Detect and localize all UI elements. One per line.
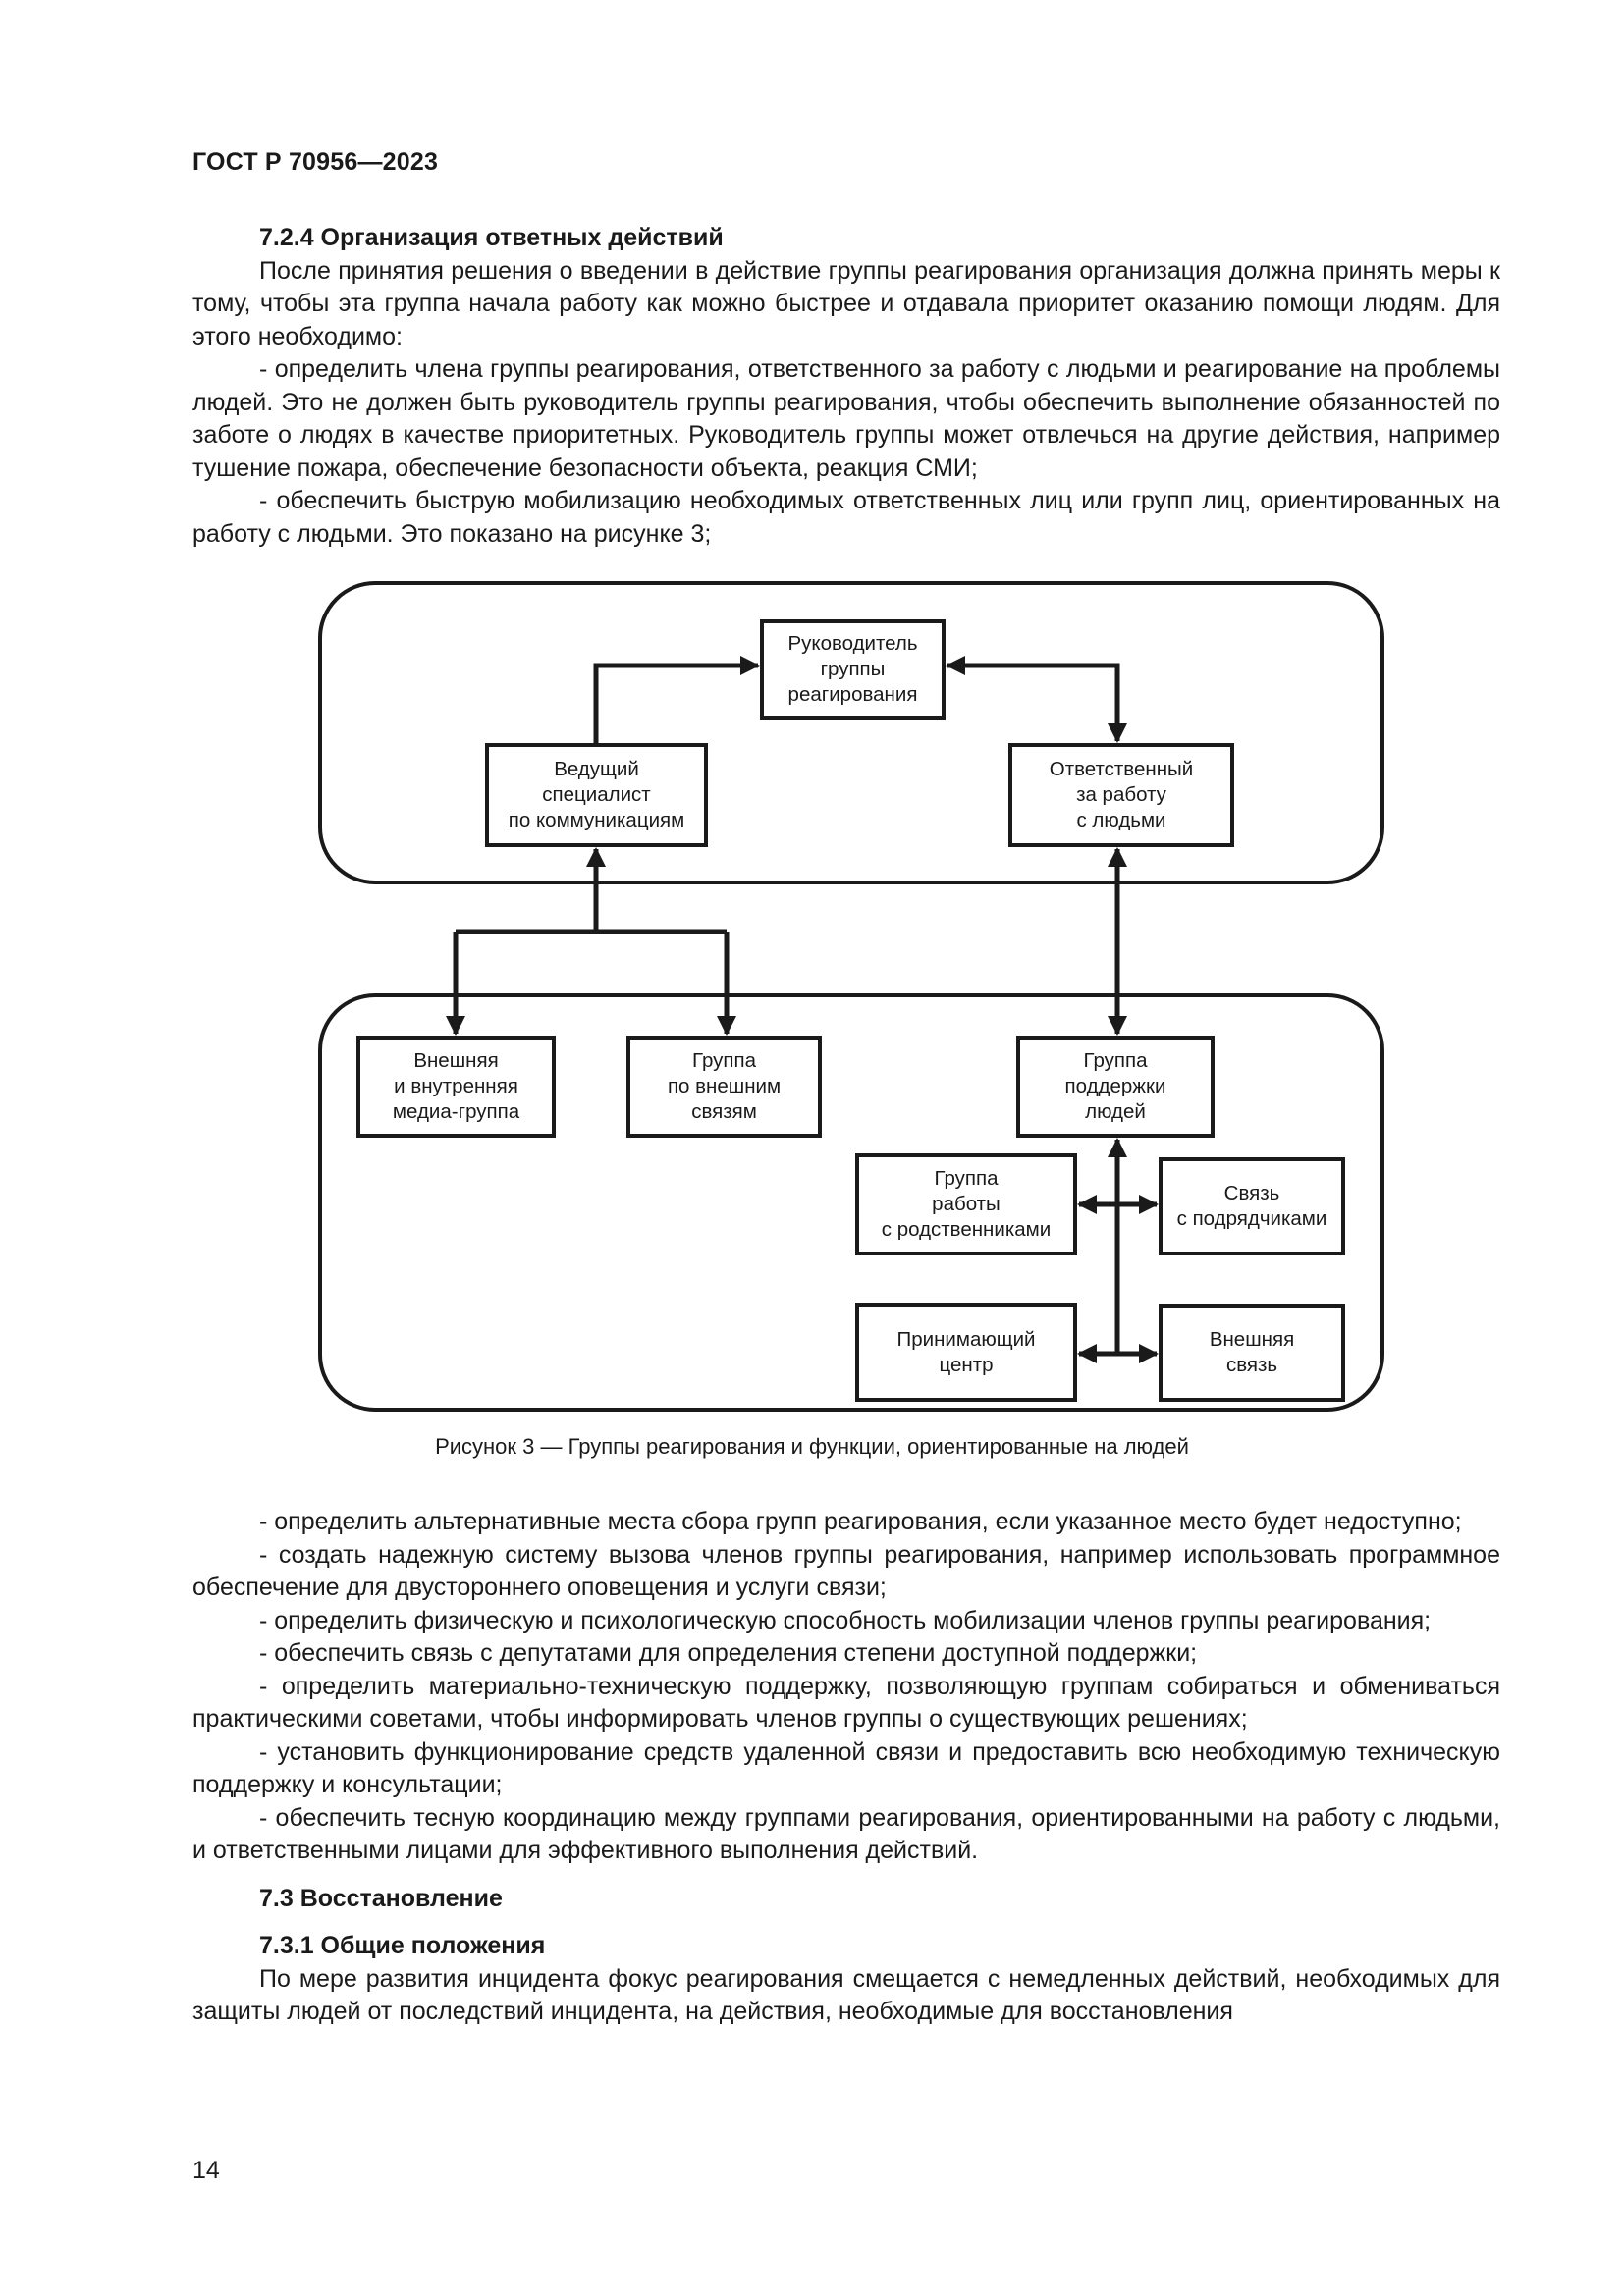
paragraph: - обеспечить быструю мобилизацию необход…: [192, 487, 1500, 548]
node-support-group: Группа поддержки людей: [1064, 1049, 1166, 1123]
paragraph: - определить члена группы реагирования, …: [192, 355, 1500, 482]
subsection-heading: 7.3.1 Общие положения: [259, 1932, 546, 1959]
node-receiving-center: Принимающий центр: [896, 1327, 1036, 1376]
people-resp-box-frame: [1008, 743, 1234, 847]
paragraph: - обеспечить тесную координацию между гр…: [192, 1803, 1500, 1865]
paragraph: - создать надежную систему вызова членов…: [192, 1540, 1500, 1602]
node-external-communication: Внешняя связь: [1209, 1328, 1295, 1376]
arrow-comms-to-leader: [593, 656, 760, 745]
node-external-relations-group: Группа по внешним связям: [667, 1049, 782, 1123]
node-media-group: Внешняя и внутренняя медиа-группа: [392, 1049, 520, 1123]
paragraph: По мере развития инцидента фокус реагиро…: [192, 1964, 1500, 2026]
section-heading: 7.3 Восстановление: [259, 1884, 503, 1912]
node-comms-lead: Ведущий специалист по коммуникациям: [508, 758, 685, 831]
document-header: ГОСТ Р 70956—2023: [192, 148, 439, 176]
section-7-2-4: 7.2.4 Организация ответных действий Посл…: [192, 222, 1500, 551]
figure-caption: Рисунок 3 — Группы реагирования и функци…: [435, 1434, 1189, 1459]
relatives-group-box-frame: [855, 1153, 1077, 1255]
paragraph: - определить альтернативные места сбора …: [259, 1508, 1462, 1535]
leader-box-frame: [760, 619, 946, 720]
paragraph: - определить материально-техническую под…: [192, 1672, 1500, 1734]
paragraph: - определить физическую и психологическу…: [259, 1606, 1432, 1634]
receiving-center-box-frame: [855, 1303, 1077, 1402]
list-continuation: - определить альтернативные места сбора …: [192, 1506, 1500, 2029]
paragraph: - обеспечить связь с депутатами для опре…: [259, 1639, 1198, 1667]
figure-diagram-lines: [318, 581, 1384, 1412]
paragraph: После принятия решения о введении в дейс…: [192, 256, 1500, 350]
paragraph: - установить функционирование средств уд…: [192, 1737, 1500, 1799]
figure-response-groups: Руководитель группы реагирования Ведущий…: [316, 579, 1386, 1414]
bottom-group-frame: [318, 993, 1384, 1412]
section-heading: 7.2.4 Организация ответных действий: [259, 224, 724, 251]
arrow-leader-people-resp: [946, 656, 1127, 743]
node-relatives-group: Группа работы с родственниками: [881, 1167, 1052, 1241]
contractors-box-frame: [1159, 1157, 1345, 1255]
external-group-box-frame: [626, 1036, 822, 1138]
node-contractors: Связь с подрядчиками: [1176, 1182, 1327, 1230]
top-group-frame: [318, 581, 1384, 884]
node-leader: Руководитель группы реагирования: [787, 632, 918, 706]
page-number: 14: [192, 2157, 220, 2184]
support-group-box-frame: [1016, 1036, 1215, 1138]
node-people-responsible: Ответственный за работу с людьми: [1049, 758, 1194, 831]
media-group-box-frame: [356, 1036, 556, 1138]
external-comm-box-frame: [1159, 1304, 1345, 1402]
